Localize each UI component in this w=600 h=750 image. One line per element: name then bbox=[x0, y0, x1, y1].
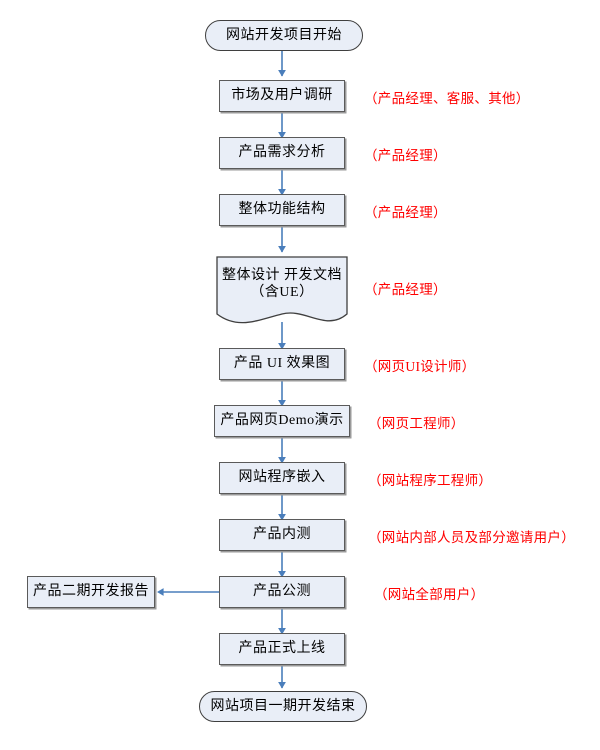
document-shape-icon bbox=[216, 256, 348, 324]
annotation-ui-mockup: （网页UI设计师） bbox=[364, 359, 476, 374]
node-beta[interactable]: 产品公测 bbox=[219, 576, 345, 608]
node-demo[interactable]: 产品网页Demo演示 bbox=[214, 405, 350, 437]
node-ui-mockup[interactable]: 产品 UI 效果图 bbox=[219, 348, 345, 380]
annotation-alpha: （网站内部人员及部分邀请用户） bbox=[368, 530, 575, 545]
node-structure-label: 整体功能结构 bbox=[238, 202, 326, 218]
node-start[interactable]: 网站开发项目开始 bbox=[205, 20, 363, 51]
annotation-requirement: （产品经理） bbox=[364, 148, 447, 163]
node-launch[interactable]: 产品正式上线 bbox=[219, 633, 345, 665]
node-phase2-report[interactable]: 产品二期开发报告 bbox=[27, 576, 155, 608]
node-design-doc[interactable]: 整体设计 开发文档 （含UE） bbox=[216, 256, 348, 326]
annotation-research: （产品经理、客服、其他） bbox=[364, 91, 530, 106]
node-research-label: 市场及用户调研 bbox=[231, 88, 333, 104]
node-end[interactable]: 网站项目一期开发结束 bbox=[199, 691, 367, 722]
annotation-embed: （网站程序工程师） bbox=[368, 473, 493, 488]
node-end-label: 网站项目一期开发结束 bbox=[210, 698, 356, 714]
node-start-label: 网站开发项目开始 bbox=[226, 27, 342, 43]
node-design-doc-line1: 整体设计 开发文档 bbox=[222, 267, 342, 283]
node-structure[interactable]: 整体功能结构 bbox=[219, 194, 345, 226]
node-design-doc-label: 整体设计 开发文档 （含UE） bbox=[222, 267, 342, 302]
node-embed[interactable]: 网站程序嵌入 bbox=[219, 462, 345, 494]
node-requirement-label: 产品需求分析 bbox=[238, 145, 326, 161]
annotation-design-doc: （产品经理） bbox=[364, 282, 447, 297]
node-research[interactable]: 市场及用户调研 bbox=[219, 80, 345, 112]
node-alpha[interactable]: 产品内测 bbox=[219, 519, 345, 551]
node-launch-label: 产品正式上线 bbox=[238, 641, 326, 657]
node-requirement[interactable]: 产品需求分析 bbox=[219, 137, 345, 169]
node-demo-label: 产品网页Demo演示 bbox=[220, 413, 344, 429]
node-ui-mockup-label: 产品 UI 效果图 bbox=[233, 356, 331, 372]
annotation-demo: （网页工程师） bbox=[368, 416, 465, 431]
annotation-beta: （网站全部用户） bbox=[374, 587, 485, 602]
node-alpha-label: 产品内测 bbox=[253, 527, 311, 543]
node-embed-label: 网站程序嵌入 bbox=[238, 470, 326, 486]
annotation-structure: （产品经理） bbox=[364, 205, 447, 220]
node-beta-label: 产品公测 bbox=[253, 584, 311, 600]
node-phase2-report-label: 产品二期开发报告 bbox=[33, 584, 149, 600]
node-design-doc-line2: （含UE） bbox=[250, 285, 314, 300]
